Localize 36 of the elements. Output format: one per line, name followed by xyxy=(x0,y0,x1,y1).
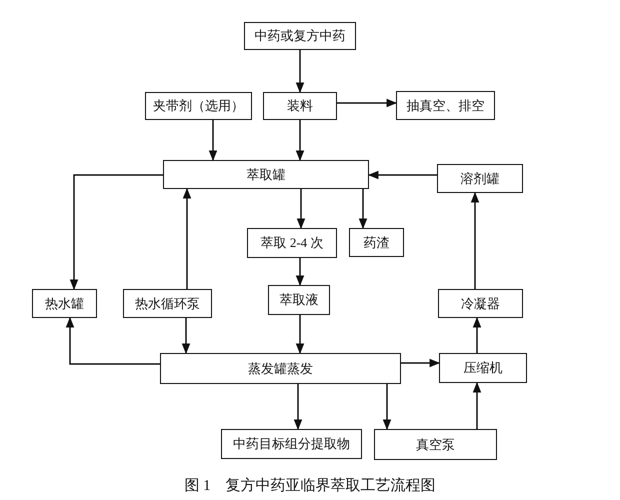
arrow xyxy=(70,174,163,290)
arrow xyxy=(296,120,304,162)
process-box: 中药或复方中药 xyxy=(244,22,356,50)
arrow xyxy=(296,50,304,94)
arrow xyxy=(296,258,304,286)
process-box: 药渣 xyxy=(349,228,404,257)
process-box: 蒸发罐蒸发 xyxy=(160,353,401,384)
process-box: 溶剂罐 xyxy=(437,164,523,193)
arrow xyxy=(296,315,304,354)
arrow xyxy=(470,192,480,289)
arrow xyxy=(296,189,306,230)
arrow xyxy=(472,316,482,353)
arrow xyxy=(401,358,440,368)
arrow xyxy=(66,316,160,365)
process-box: 真空泵 xyxy=(374,429,497,460)
arrow xyxy=(208,120,218,162)
arrow xyxy=(472,382,482,429)
process-box: 萃取 2-4 次 xyxy=(247,228,337,258)
arrow xyxy=(182,188,192,289)
figure-caption: 图 1 复方中药亚临界萃取工艺流程图 xyxy=(184,478,436,494)
process-box: 热水循环泵 xyxy=(123,289,212,318)
process-box: 抽真空、排空 xyxy=(396,91,495,120)
arrow xyxy=(182,318,190,354)
process-box: 装料 xyxy=(263,92,337,120)
process-box: 中药目标组分提取物 xyxy=(221,429,362,459)
process-box: 萃取液 xyxy=(268,285,330,315)
process-box: 萃取罐 xyxy=(163,160,369,189)
process-box: 压缩机 xyxy=(439,353,527,383)
arrow xyxy=(294,384,302,430)
process-box: 夹带剂（选用） xyxy=(145,92,252,120)
arrow xyxy=(337,98,398,108)
arrow xyxy=(382,384,392,430)
arrow xyxy=(358,189,368,230)
arrow xyxy=(368,170,437,180)
process-box: 冷凝器 xyxy=(438,289,523,318)
process-box: 热水罐 xyxy=(32,289,97,318)
